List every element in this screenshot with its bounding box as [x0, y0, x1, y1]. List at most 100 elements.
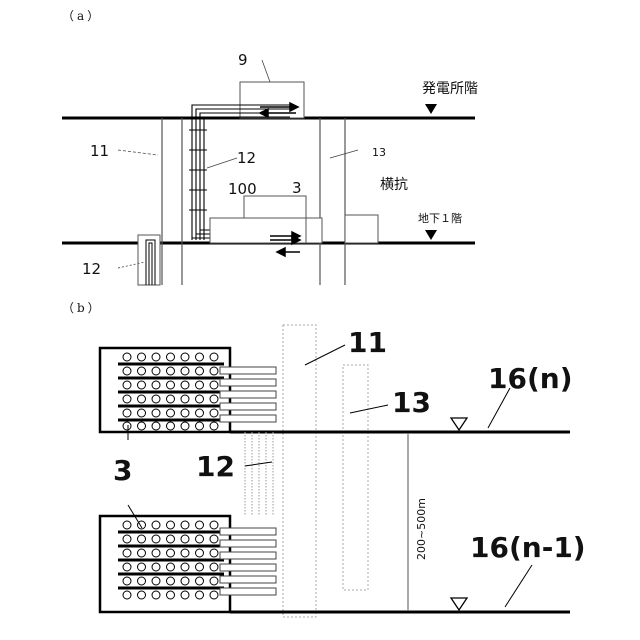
module-circle	[196, 409, 204, 417]
module-circle	[181, 381, 189, 389]
label-depth: 200~500m	[415, 498, 428, 560]
module-circle	[138, 381, 146, 389]
module-circle	[152, 381, 160, 389]
module-circle	[181, 535, 189, 543]
label-3-b: 3	[113, 454, 132, 487]
module-circle	[210, 353, 218, 361]
label-12-upper: 12	[237, 149, 256, 167]
module-circle	[196, 591, 204, 599]
module-circle	[196, 353, 204, 361]
module-circle	[196, 535, 204, 543]
module-circle	[181, 395, 189, 403]
module-circle	[123, 353, 131, 361]
module-circle	[210, 563, 218, 571]
module-circle	[167, 535, 175, 543]
module-circle	[152, 577, 160, 585]
label-level-n-1: 16(n-1)	[470, 531, 586, 564]
label-12-b: 12	[196, 450, 235, 483]
label-13: 13	[372, 146, 386, 159]
module-circle	[123, 381, 131, 389]
level-marker-n	[451, 418, 467, 430]
module-circle	[152, 535, 160, 543]
module-circle	[181, 563, 189, 571]
module-circle	[196, 577, 204, 585]
module-circle	[181, 591, 189, 599]
level-marker-power-floor	[425, 104, 437, 114]
module-circle	[152, 422, 160, 430]
module-circle	[181, 577, 189, 585]
module-circle	[152, 353, 160, 361]
label-11-b: 11	[348, 326, 387, 359]
module-circle	[210, 591, 218, 599]
module-circle	[167, 367, 175, 375]
module-circle	[210, 409, 218, 417]
module-circle	[181, 521, 189, 529]
module-circle	[123, 549, 131, 557]
module-circle	[123, 409, 131, 417]
module-circle	[123, 395, 131, 403]
module-circle	[152, 409, 160, 417]
module-circle	[181, 353, 189, 361]
shaft-13-dotted	[343, 365, 368, 590]
label-basement-floor: 地下１階	[418, 211, 462, 225]
module-circle	[138, 367, 146, 375]
label-level-n: 16(n)	[488, 362, 573, 395]
module-circle	[181, 409, 189, 417]
shaft-11-dotted	[283, 325, 316, 617]
module-circle	[196, 367, 204, 375]
module-circle	[152, 591, 160, 599]
module-circle	[196, 422, 204, 430]
module-3-lower	[100, 516, 276, 612]
module-circle	[123, 535, 131, 543]
module-circle	[123, 367, 131, 375]
label-12-lower: 12	[82, 260, 101, 278]
label-13-b: 13	[392, 386, 431, 419]
module-circle	[196, 549, 204, 557]
module-circle	[152, 395, 160, 403]
module-circle	[167, 422, 175, 430]
label-9: 9	[238, 51, 248, 69]
label-horizontal-shaft: 横抗	[380, 177, 408, 193]
unit-3-box	[244, 196, 306, 218]
module-circle	[210, 395, 218, 403]
module-circle	[123, 521, 131, 529]
module-circle	[138, 353, 146, 361]
module-circle	[123, 577, 131, 585]
module-circle	[167, 381, 175, 389]
module-circle	[196, 521, 204, 529]
module-circle	[210, 422, 218, 430]
module-circle	[152, 563, 160, 571]
module-circle	[167, 577, 175, 585]
panel-a: （a）	[62, 9, 478, 285]
module-circle	[167, 563, 175, 571]
module-circle	[181, 422, 189, 430]
module-circle	[152, 367, 160, 375]
module-circle	[181, 367, 189, 375]
module-circle	[196, 381, 204, 389]
module-circle	[167, 353, 175, 361]
module-3-upper	[100, 348, 276, 432]
label-11: 11	[90, 142, 109, 160]
panel-a-label: （a）	[62, 9, 102, 23]
module-circle	[167, 521, 175, 529]
horizontal-shaft-box	[345, 215, 378, 243]
label-3: 3	[292, 179, 302, 197]
panel-b-label: （b）	[62, 301, 103, 315]
module-circle	[196, 563, 204, 571]
module-circle	[138, 422, 146, 430]
module-circle	[210, 549, 218, 557]
module-circle	[210, 535, 218, 543]
module-circle	[123, 563, 131, 571]
module-circle	[123, 591, 131, 599]
module-circle	[210, 367, 218, 375]
module-circle	[138, 549, 146, 557]
module-circle	[181, 549, 189, 557]
module-circle	[152, 521, 160, 529]
panel-b: （b） 200~500m	[62, 301, 586, 617]
level-marker-basement	[425, 230, 437, 240]
module-circle	[196, 395, 204, 403]
pipe-12-dotted	[245, 432, 273, 516]
module-circle	[167, 591, 175, 599]
module-circle	[210, 577, 218, 585]
